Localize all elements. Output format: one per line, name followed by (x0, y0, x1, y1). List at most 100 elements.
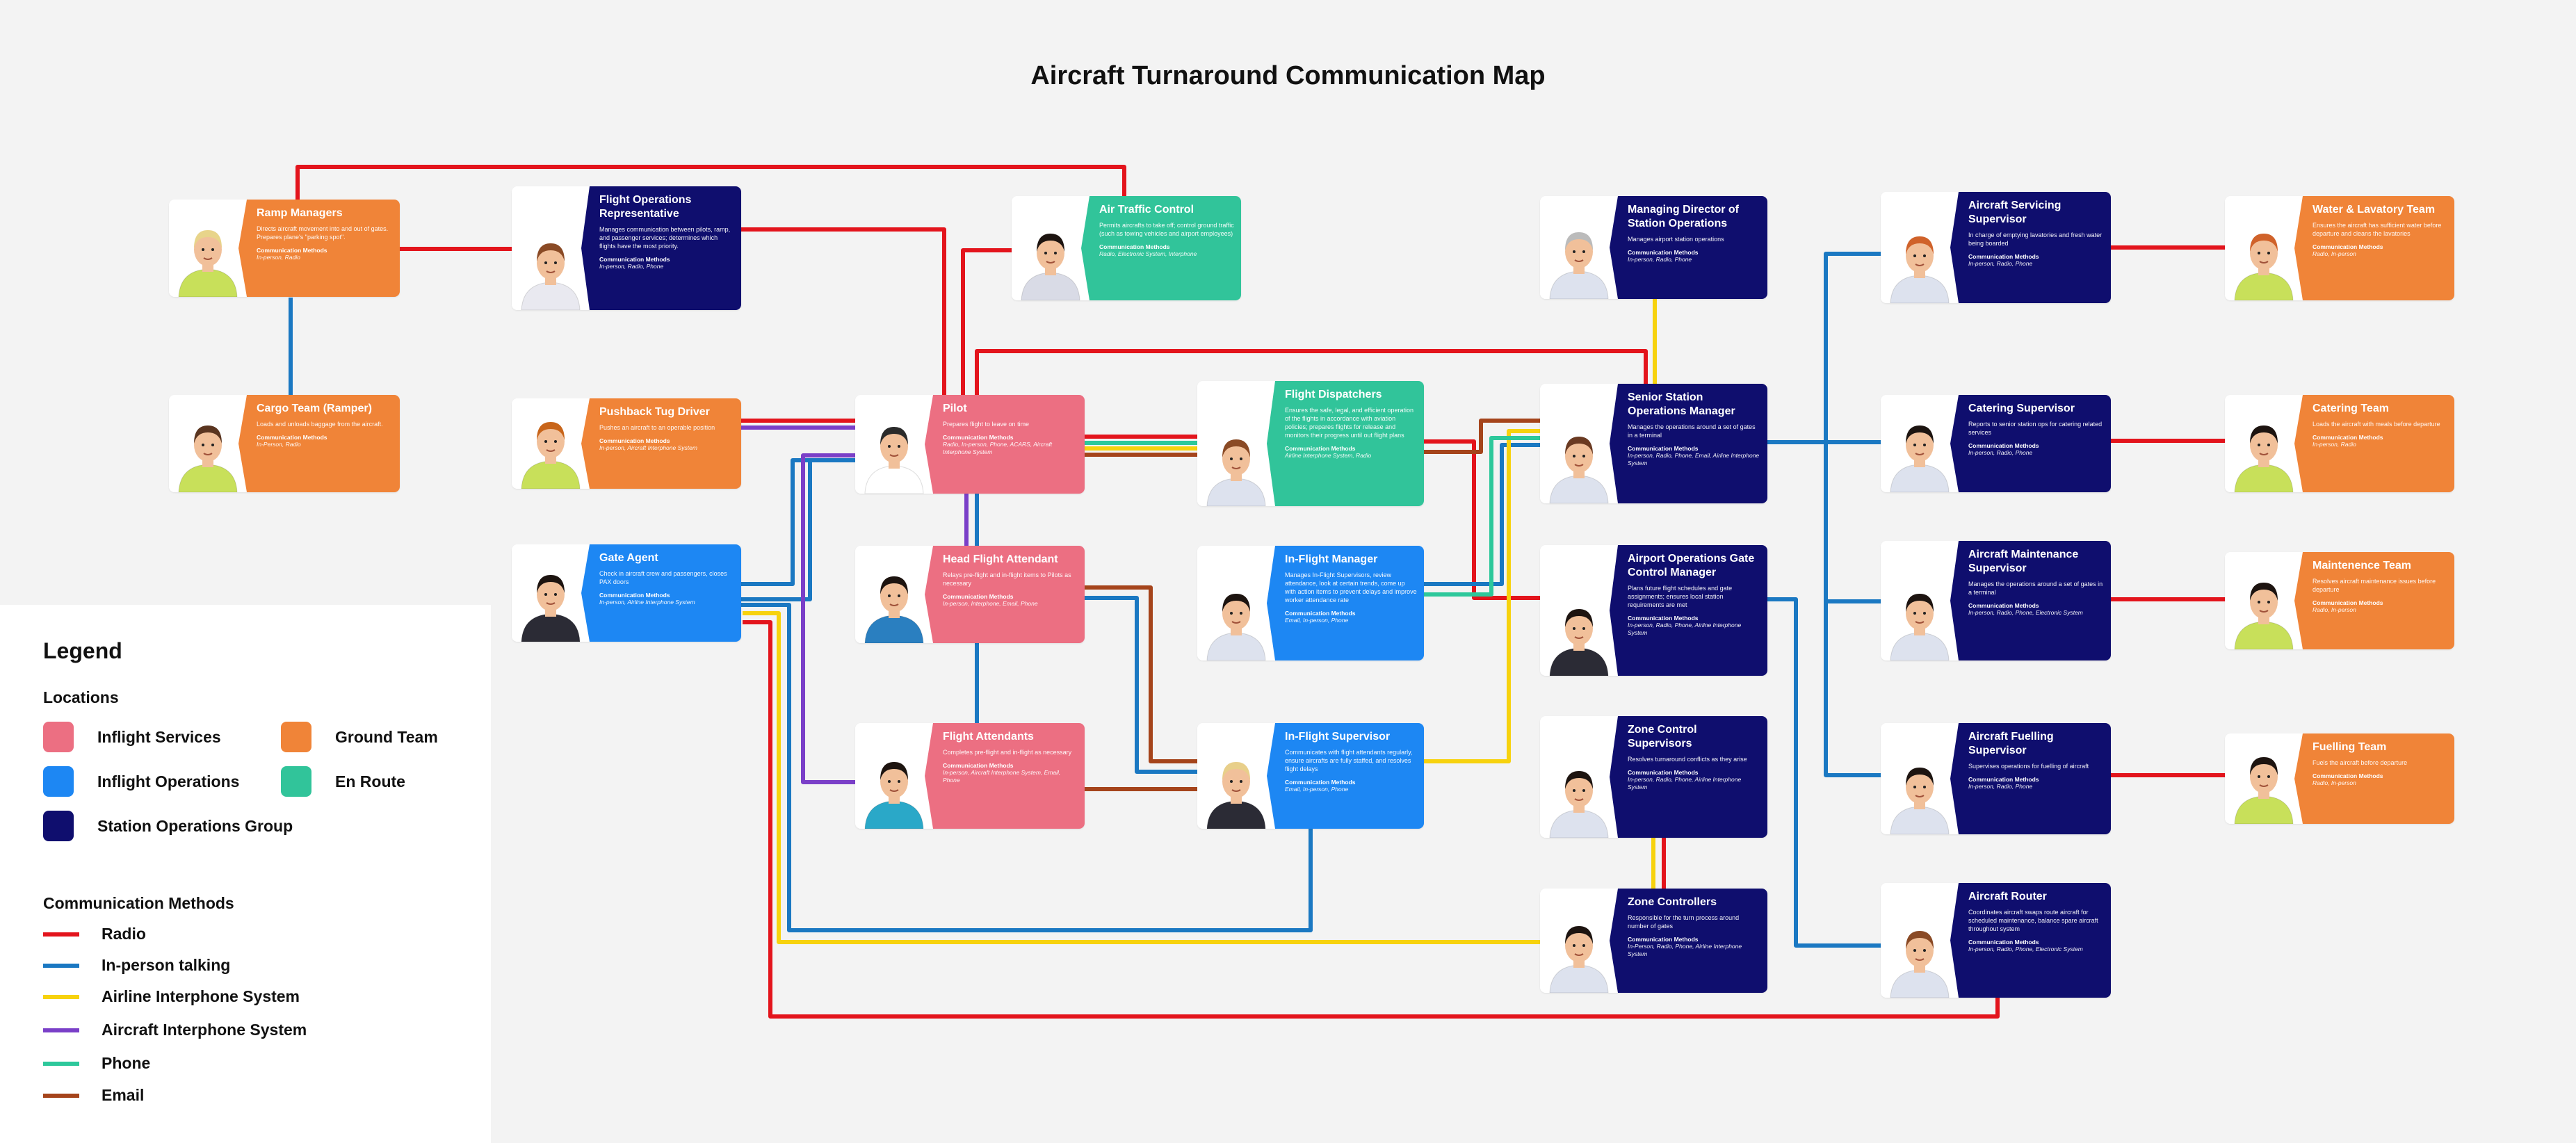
node-description: Ensures the aircraft has sufficient wate… (2312, 222, 2442, 237)
node-name: Aircraft Maintenance Supervisor (1968, 549, 2079, 574)
avatar (855, 395, 933, 494)
node-name: Aircraft Router (1968, 891, 2047, 902)
person-avatar-icon (1206, 594, 1266, 660)
avatar (1197, 546, 1275, 660)
inperson-line-ssom-ams (1824, 442, 1881, 603)
email-line-hfa-ifs (1085, 585, 1197, 763)
node-methods: Airline Interphone System, Radio (1285, 452, 1372, 459)
node-methods: In-person, Interphone, Email, Phone (943, 600, 1038, 607)
node-cargo-team: Cargo Team (Ramper)Loads and unloads bag… (169, 395, 400, 492)
avatar (1197, 381, 1275, 506)
node-description: Check in aircraft crew and passengers, c… (599, 570, 727, 585)
node-methods: In-person, Radio, Phone, Electronic Syst… (1968, 946, 2083, 952)
avatar (1540, 384, 1618, 503)
avatar (2225, 733, 2303, 824)
legend-label: Ground Team (335, 727, 438, 746)
node-methods-header: Communication Methods (2312, 772, 2383, 779)
node-name: Maintenence Team (2312, 560, 2411, 572)
legend-item-inflight-services: Inflight Services (43, 722, 221, 752)
radio-line-atc-pilot (961, 248, 1012, 396)
node-name: Airport Operations Gate Control Manager (1628, 553, 1755, 578)
node-description: Relays pre-flight and in-flight items to… (943, 572, 1071, 587)
legend-method-airline: Airline Interphone System (43, 987, 300, 1006)
node-methods-header: Communication Methods (1968, 939, 2039, 946)
avatar (1540, 196, 1618, 299)
person-avatar-icon (864, 576, 924, 643)
avatar (1881, 723, 1959, 834)
node-name: Head Flight Attendant (943, 553, 1058, 565)
person-avatar-icon (1890, 931, 1950, 998)
node-description: Reports to senior station ops for cateri… (1968, 421, 2103, 436)
node-name: In-Flight Supervisor (1285, 731, 1391, 743)
node-description: Ensures the safe, legal, and efficient o… (1285, 407, 1413, 439)
radio-line-pilot-ssom-top (975, 349, 1648, 396)
node-methods-header: Communication Methods (1285, 779, 1356, 786)
radio-line-fopsrep-pilot (741, 227, 946, 396)
node-description: Manages communication between pilots, ra… (599, 226, 731, 250)
node-methods: Radio, Electronic System, Interphone (1099, 250, 1197, 257)
person-avatar-icon (521, 243, 581, 310)
person-avatar-icon (1206, 762, 1266, 829)
inperson-line-ssom-afs (1824, 601, 1881, 777)
person-avatar-icon (1549, 771, 1609, 838)
node-name: Flight Dispatchers (1285, 389, 1382, 400)
node-methods: In-person, Radio, Phone, Airline Interph… (1628, 776, 1742, 791)
avatar (1197, 723, 1275, 829)
node-description: Manages the operations around a set of g… (1628, 423, 1756, 439)
node-methods-header: Communication Methods (2312, 434, 2383, 441)
node-name: Catering Team (2312, 403, 2389, 414)
node-methods: Email, In-person, Phone (1285, 786, 1349, 793)
node-methods-header: Communication Methods (1628, 936, 1699, 943)
person-avatar-icon (864, 762, 924, 829)
legend-item-ground-team: Ground Team (281, 722, 438, 752)
aircraft-line-pilot-fa (801, 453, 855, 784)
node-description: Manages In-Flight Supervisors, review at… (1285, 572, 1417, 603)
node-methods: In-person, Radio, Phone (1968, 783, 2033, 790)
legend-label: Airline Interphone System (102, 987, 300, 1005)
avatar (169, 395, 247, 492)
legend-label: Radio (102, 925, 146, 943)
node-description: Manages the operations around a set of g… (1968, 581, 2103, 596)
node-description: Manages airport station operations (1628, 236, 1724, 243)
avatar (1881, 192, 1959, 303)
node-description: Fuels the aircraft before departure (2312, 759, 2408, 766)
node-description: Responsible for the turn process around … (1628, 914, 1740, 930)
node-name: Senior Station Operations Manager (1628, 391, 1735, 417)
node-methods: In-person, Radio, Phone, Airline Interph… (1628, 622, 1742, 636)
node-description: Pushes an aircraft to an operable positi… (599, 424, 715, 431)
node-methods-header: Communication Methods (1285, 445, 1356, 452)
legend-label: Inflight Services (97, 727, 221, 746)
node-name: Aircraft Servicing Supervisor (1968, 200, 2061, 225)
node-description: Loads and unloads baggage from the aircr… (257, 421, 383, 428)
person-avatar-icon (2234, 757, 2294, 824)
node-description: Completes pre-flight and in-flight as ne… (943, 749, 1072, 756)
person-avatar-icon (1890, 425, 1950, 492)
person-avatar-icon (2234, 583, 2294, 649)
legend-method-email: Email (43, 1086, 144, 1105)
node-methods: In-Person, Radio (257, 441, 301, 448)
